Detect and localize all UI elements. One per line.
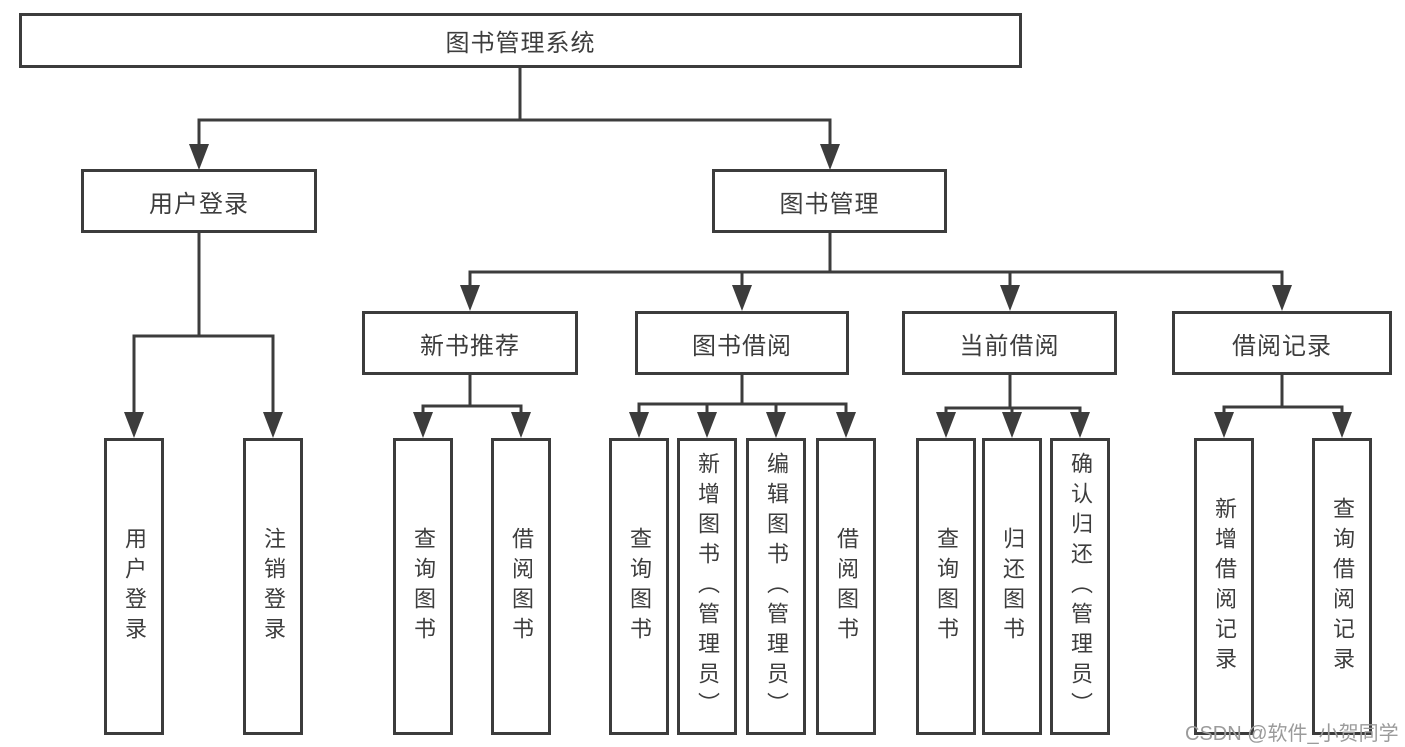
- node-book-management: 图书管理: [712, 169, 947, 233]
- node-library-management-system: 图书管理系统: [19, 13, 1022, 68]
- leaf-query-borrow-record: 查询借阅记录: [1312, 438, 1372, 735]
- csdn-watermark: CSDN @软件_小贺同学: [1185, 723, 1399, 745]
- connector-borrow-records-branch: [1214, 375, 1352, 438]
- leaf-confirm-return-admin: 确认归还（管理员）: [1050, 438, 1110, 735]
- node-label: 用户登录: [149, 190, 249, 218]
- leaf-label: 查询图书: [934, 526, 959, 647]
- node-label: 当前借阅: [959, 332, 1060, 360]
- node-borrow-records: 借阅记录: [1172, 311, 1392, 375]
- connector-new-book-branch: [413, 375, 531, 438]
- connector-user-login-branch: [124, 233, 283, 438]
- node-new-book-recommendation: 新书推荐: [362, 311, 578, 375]
- leaf-label: 查询图书: [627, 526, 652, 647]
- node-user-login: 用户登录: [81, 169, 317, 233]
- leaf-borrow-books-recommend: 借阅图书: [491, 438, 551, 735]
- connector-book-borrowing-branch: [629, 375, 856, 438]
- leaf-label: 借阅图书: [834, 526, 859, 647]
- leaf-label: 查询图书: [411, 526, 436, 647]
- leaf-label: 借阅图书: [509, 526, 534, 647]
- leaf-add-books-admin: 新增图书（管理员）: [677, 438, 737, 735]
- leaf-label: 用户登录: [122, 526, 147, 647]
- leaf-borrow-books: 借阅图书: [816, 438, 876, 735]
- leaf-return-books: 归还图书: [982, 438, 1042, 735]
- leaf-query-books-recommend: 查询图书: [393, 438, 453, 735]
- leaf-label: 查询借阅记录: [1330, 496, 1355, 677]
- leaf-add-borrow-record: 新增借阅记录: [1194, 438, 1254, 735]
- leaf-user-login: 用户登录: [104, 438, 164, 735]
- node-current-borrowing: 当前借阅: [902, 311, 1117, 375]
- leaf-label: 注销登录: [261, 526, 286, 647]
- leaf-label: 归还图书: [1000, 526, 1025, 647]
- node-label: 图书管理: [779, 190, 880, 218]
- node-label: 图书管理系统: [445, 30, 596, 57]
- leaf-query-books-current: 查询图书: [916, 438, 976, 735]
- node-label: 借阅记录: [1232, 332, 1332, 360]
- leaf-query-books-borrowing: 查询图书: [609, 438, 669, 735]
- leaf-logout: 注销登录: [243, 438, 303, 735]
- node-label: 新书推荐: [420, 332, 520, 360]
- leaf-label: 新增图书（管理员）: [695, 451, 720, 722]
- connector-book-management-branch: [460, 233, 1292, 311]
- connector-current-borrowing-branch: [936, 375, 1090, 438]
- leaf-edit-books-admin: 编辑图书（管理员）: [746, 438, 806, 735]
- node-label: 图书借阅: [692, 332, 792, 360]
- connector-root-branch: [189, 68, 840, 170]
- leaf-label: 编辑图书（管理员）: [764, 451, 789, 722]
- leaf-label: 确认归还（管理员）: [1068, 451, 1093, 722]
- node-book-borrowing: 图书借阅: [635, 311, 849, 375]
- leaf-label: 新增借阅记录: [1212, 496, 1237, 677]
